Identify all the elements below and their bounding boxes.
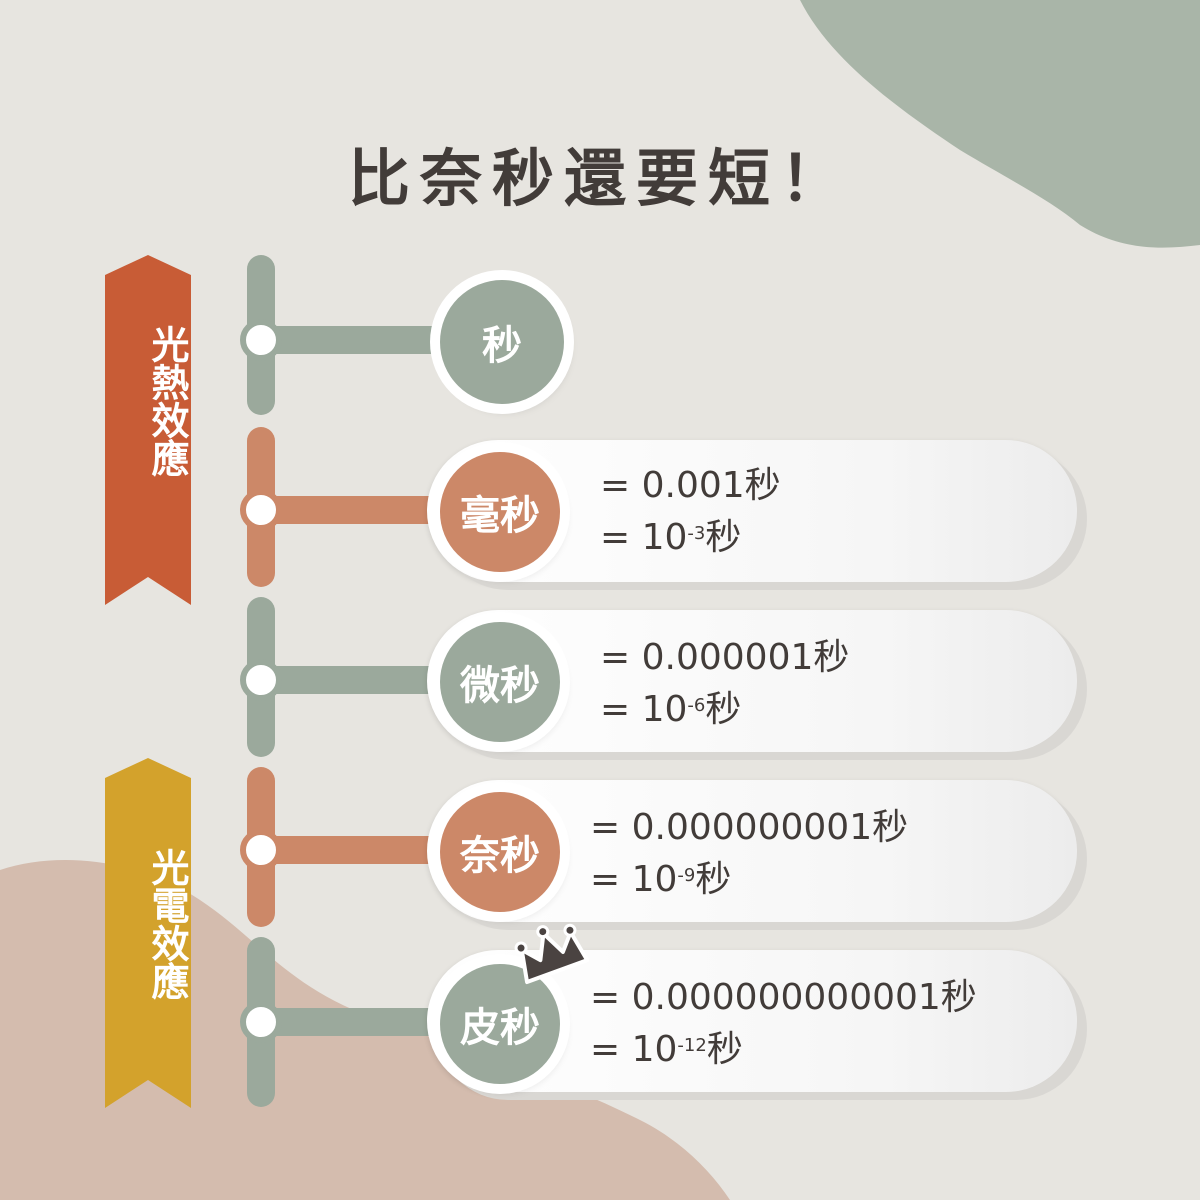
- crown-icon: [514, 923, 590, 985]
- sci-suffix: 秒: [705, 689, 742, 730]
- timeline-node-2: [240, 489, 282, 531]
- unit-circle-millisecond: 毫秒: [440, 452, 560, 572]
- banner-photoelectric-label: 光電效應: [145, 848, 189, 1000]
- sci-suffix: 秒: [705, 517, 742, 558]
- sci-prefix: = 10: [600, 517, 688, 558]
- unit-circle-picosecond: 皮秒: [440, 964, 560, 1084]
- sci-prefix: = 10: [590, 1029, 678, 1070]
- sci-exponent: -6: [687, 695, 706, 716]
- sci-prefix: = 10: [600, 689, 688, 730]
- sci-prefix: = 10: [590, 859, 678, 900]
- sci-exponent: -3: [687, 523, 706, 544]
- banner-thermal-label: 光熱效應: [145, 325, 189, 477]
- picosecond-scientific: = 10-12秒: [590, 1024, 743, 1076]
- sci-suffix: 秒: [695, 859, 732, 900]
- millisecond-decimal: = 0.001秒: [600, 465, 781, 506]
- nanosecond-scientific: = 10-9秒: [590, 854, 731, 906]
- banner-photoelectric-effect: 光電效應: [105, 758, 191, 1108]
- unit-circle-second: 秒: [440, 280, 564, 404]
- page-title: 比奈秒還要短！: [347, 142, 852, 215]
- timeline-node-4: [240, 829, 282, 871]
- connector-1: [262, 326, 462, 354]
- picosecond-decimal: = 0.000000000001秒: [590, 977, 977, 1018]
- unit-circle-nanosecond: 奈秒: [440, 792, 560, 912]
- timeline-node-1: [240, 319, 282, 361]
- millisecond-scientific: = 10-3秒: [600, 512, 741, 564]
- microsecond-decimal: = 0.000001秒: [600, 637, 850, 678]
- timeline-node-3: [240, 659, 282, 701]
- sci-exponent: -9: [677, 865, 696, 886]
- sci-suffix: 秒: [706, 1029, 743, 1070]
- banner-thermal-effect: 光熱效應: [105, 255, 191, 605]
- unit-circle-microsecond: 微秒: [440, 622, 560, 742]
- sci-exponent: -12: [677, 1035, 707, 1056]
- nanosecond-decimal: = 0.000000001秒: [590, 807, 909, 848]
- timeline-node-5: [240, 1001, 282, 1043]
- microsecond-scientific: = 10-6秒: [600, 684, 741, 736]
